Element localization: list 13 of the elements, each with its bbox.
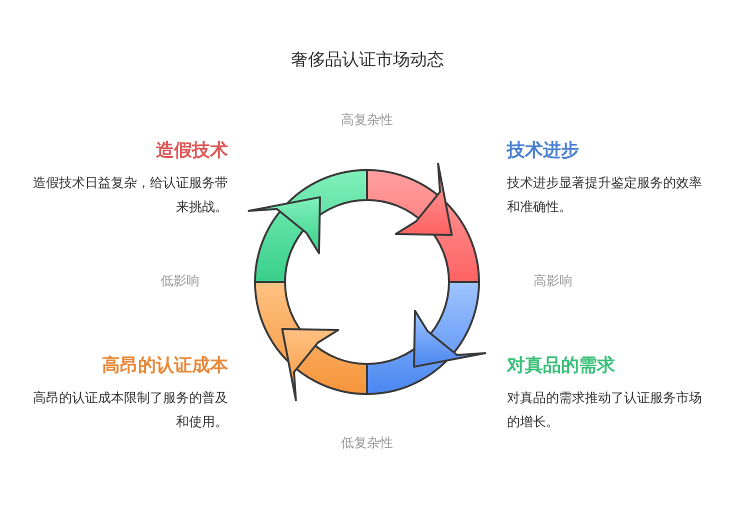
heading: 技术进步 [507, 139, 580, 163]
axis-label: 低影响 [160, 273, 200, 291]
description: 对真品的需求推动了认证服务市场的增长。 [507, 390, 703, 432]
description: 技术进步显著提升鉴定服务的效率和准确性。 [507, 175, 703, 217]
axis-label: 高复杂性 [340, 112, 394, 130]
title: 奢侈品认证市场动态 [290, 49, 445, 72]
description: 造假技术日益复杂，给认证服务带来挑战。 [32, 175, 228, 217]
axis-label: 高影响 [532, 273, 574, 291]
description: 高昂的认证成本限制了服务的普及和使用。 [32, 390, 228, 432]
heading: 对真品的需求 [507, 354, 616, 378]
heading: 高昂的认证成本 [101, 354, 228, 378]
heading: 造假技术 [155, 139, 228, 163]
axis-label: 低复杂性 [340, 435, 394, 453]
